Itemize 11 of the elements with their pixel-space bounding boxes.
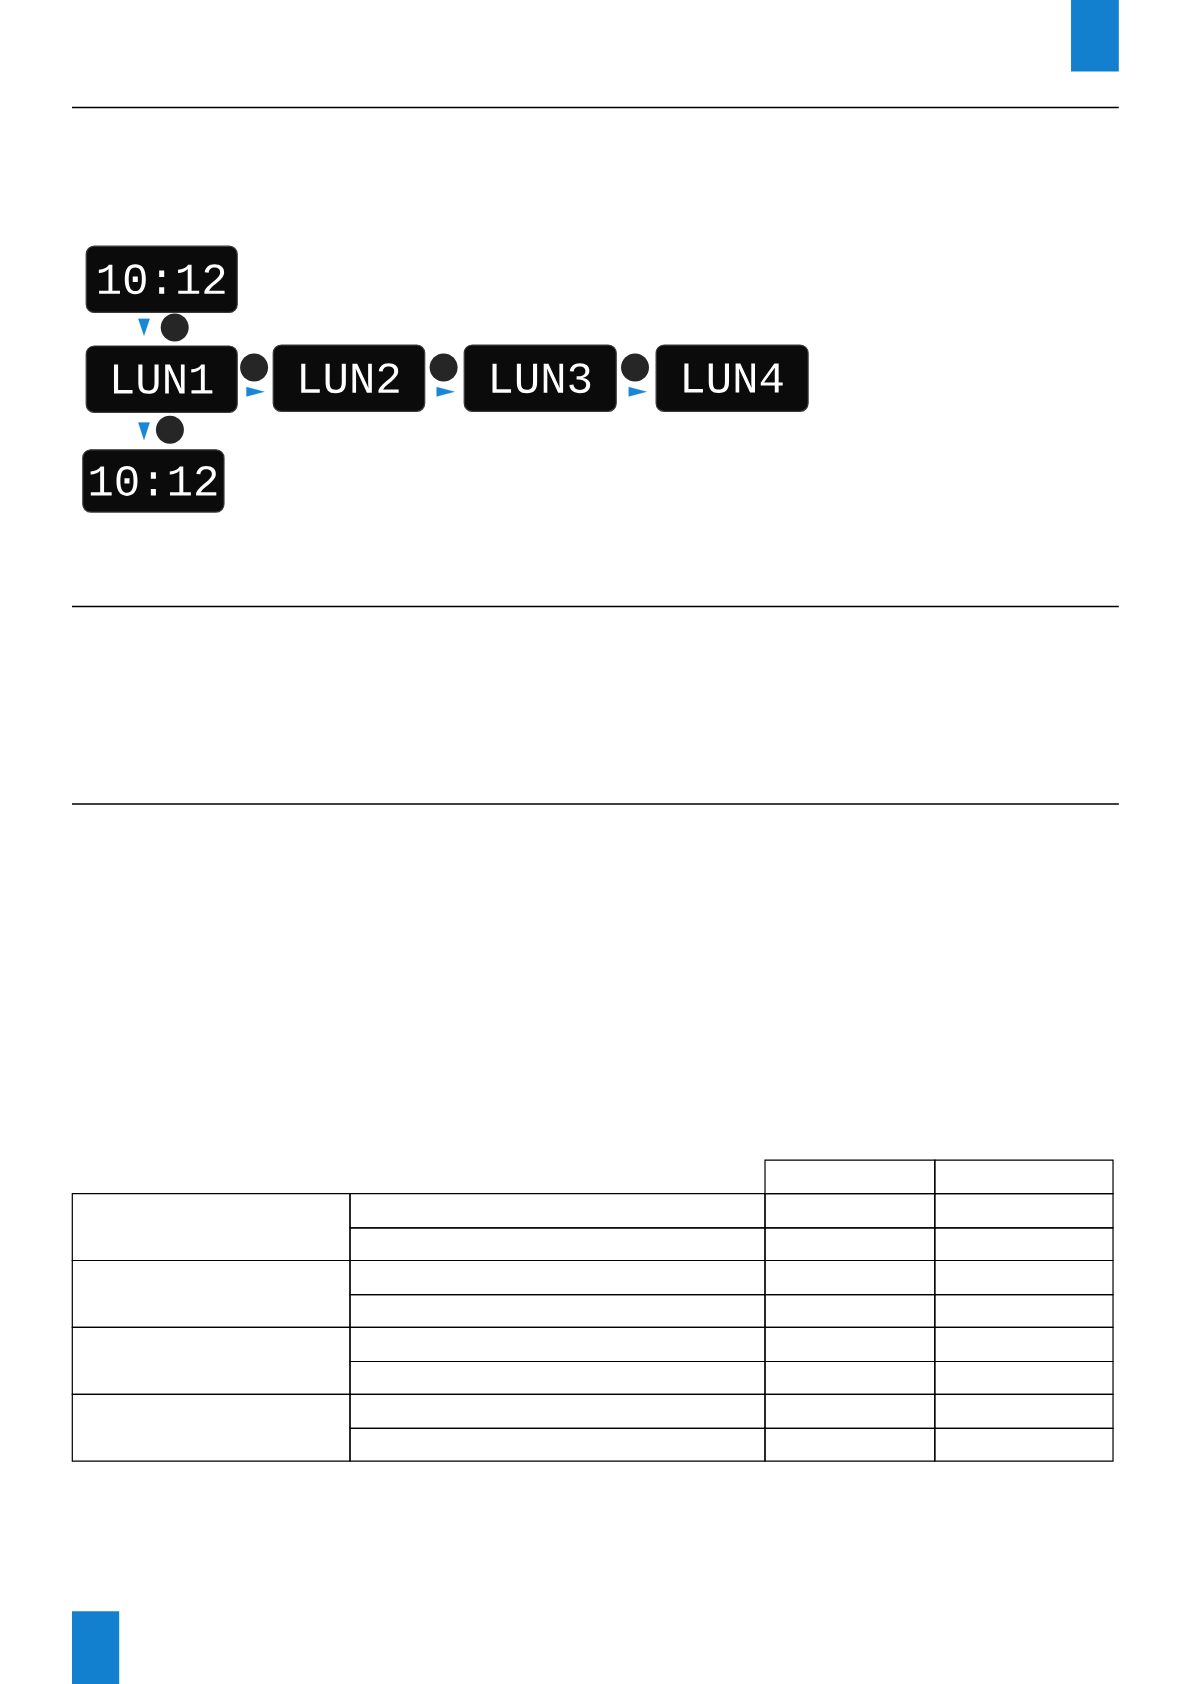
- led-display: LUN1: [85, 345, 238, 413]
- arrow: [436, 386, 455, 397]
- arrow: [138, 422, 150, 441]
- led-display: LUN4: [655, 344, 809, 412]
- arrow: [246, 386, 265, 397]
- led-display: 10:12: [85, 245, 238, 313]
- led-display: 10:12: [82, 449, 225, 513]
- arrow: [628, 386, 647, 397]
- led-display: LUN2: [272, 344, 426, 412]
- led-display: LUN3: [463, 344, 617, 412]
- arrow: [138, 318, 150, 336]
